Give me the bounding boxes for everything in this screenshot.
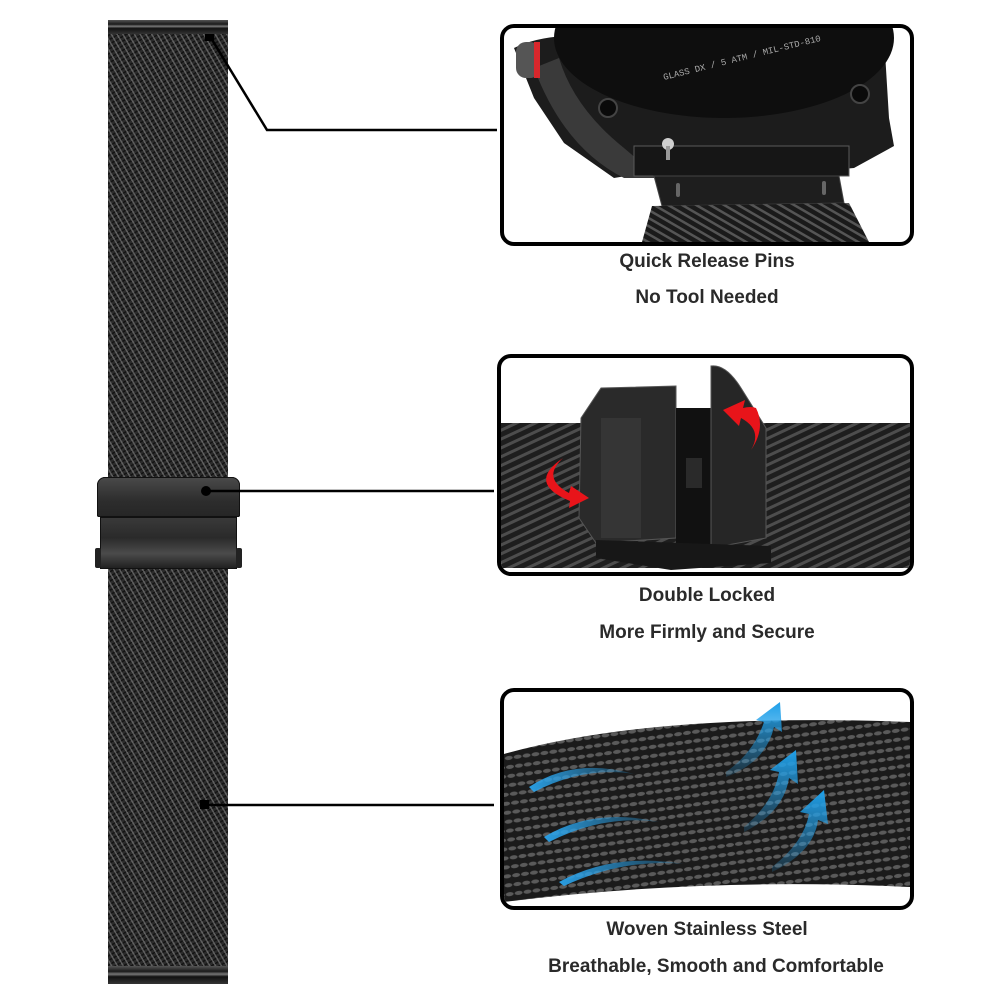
caption-subtitle-double-lock: More Firmly and Secure bbox=[599, 622, 815, 643]
airflow-arrow-blue-up-2 bbox=[744, 750, 798, 832]
caption-title-woven-steel: Woven Stainless Steel bbox=[606, 919, 808, 940]
crown-red-ring bbox=[534, 42, 540, 78]
strap-top-end-cap bbox=[108, 20, 228, 34]
caption-subtitle-woven-steel: Breathable, Smooth and Comfortable bbox=[548, 956, 884, 977]
feature-panel-quick-release: GLASS DX / 5 ATM / MIL-STD-810 bbox=[500, 24, 914, 246]
feature-panel-double-lock bbox=[497, 354, 914, 576]
airflow-arrow-blue-up-1 bbox=[726, 702, 782, 777]
clasp-side-tab-left bbox=[95, 548, 101, 568]
callout-dot-clasp bbox=[201, 486, 211, 496]
airflow-arrow-blue-1 bbox=[529, 767, 634, 792]
clasp-open-photo bbox=[501, 365, 910, 570]
curved-arrow-red-right bbox=[723, 400, 760, 450]
airflow-arrow-blue-2 bbox=[544, 817, 659, 842]
airflow-arrow-blue-3 bbox=[559, 860, 684, 886]
caption-subtitle-quick-release: No Tool Needed bbox=[635, 287, 779, 308]
screw-left bbox=[598, 98, 618, 118]
caption-title-quick-release: Quick Release Pins bbox=[619, 251, 795, 272]
woven-mesh-photo bbox=[504, 702, 910, 902]
airflow-arrow-blue-up-3 bbox=[772, 790, 828, 872]
screw-right bbox=[850, 84, 870, 104]
clasp-buckle-bottom bbox=[100, 517, 237, 569]
caption-title-double-lock: Double Locked bbox=[638, 585, 776, 606]
clasp-side-tab-right bbox=[236, 548, 242, 568]
quick-release-pin bbox=[662, 138, 674, 150]
callout-dot-mesh bbox=[200, 800, 209, 809]
curved-arrow-red-left bbox=[546, 458, 589, 508]
feature-panel-woven-steel bbox=[500, 688, 914, 910]
callout-line-pins bbox=[209, 37, 497, 132]
watch-case-photo: GLASS DX / 5 ATM / MIL-STD-810 bbox=[514, 28, 894, 242]
mesh-strap-lower bbox=[108, 566, 228, 971]
strap-bottom-end-cap bbox=[108, 966, 228, 984]
clasp-buckle-top bbox=[97, 477, 240, 517]
callout-dot-pins bbox=[205, 34, 214, 41]
mesh-strap-upper bbox=[108, 34, 228, 480]
